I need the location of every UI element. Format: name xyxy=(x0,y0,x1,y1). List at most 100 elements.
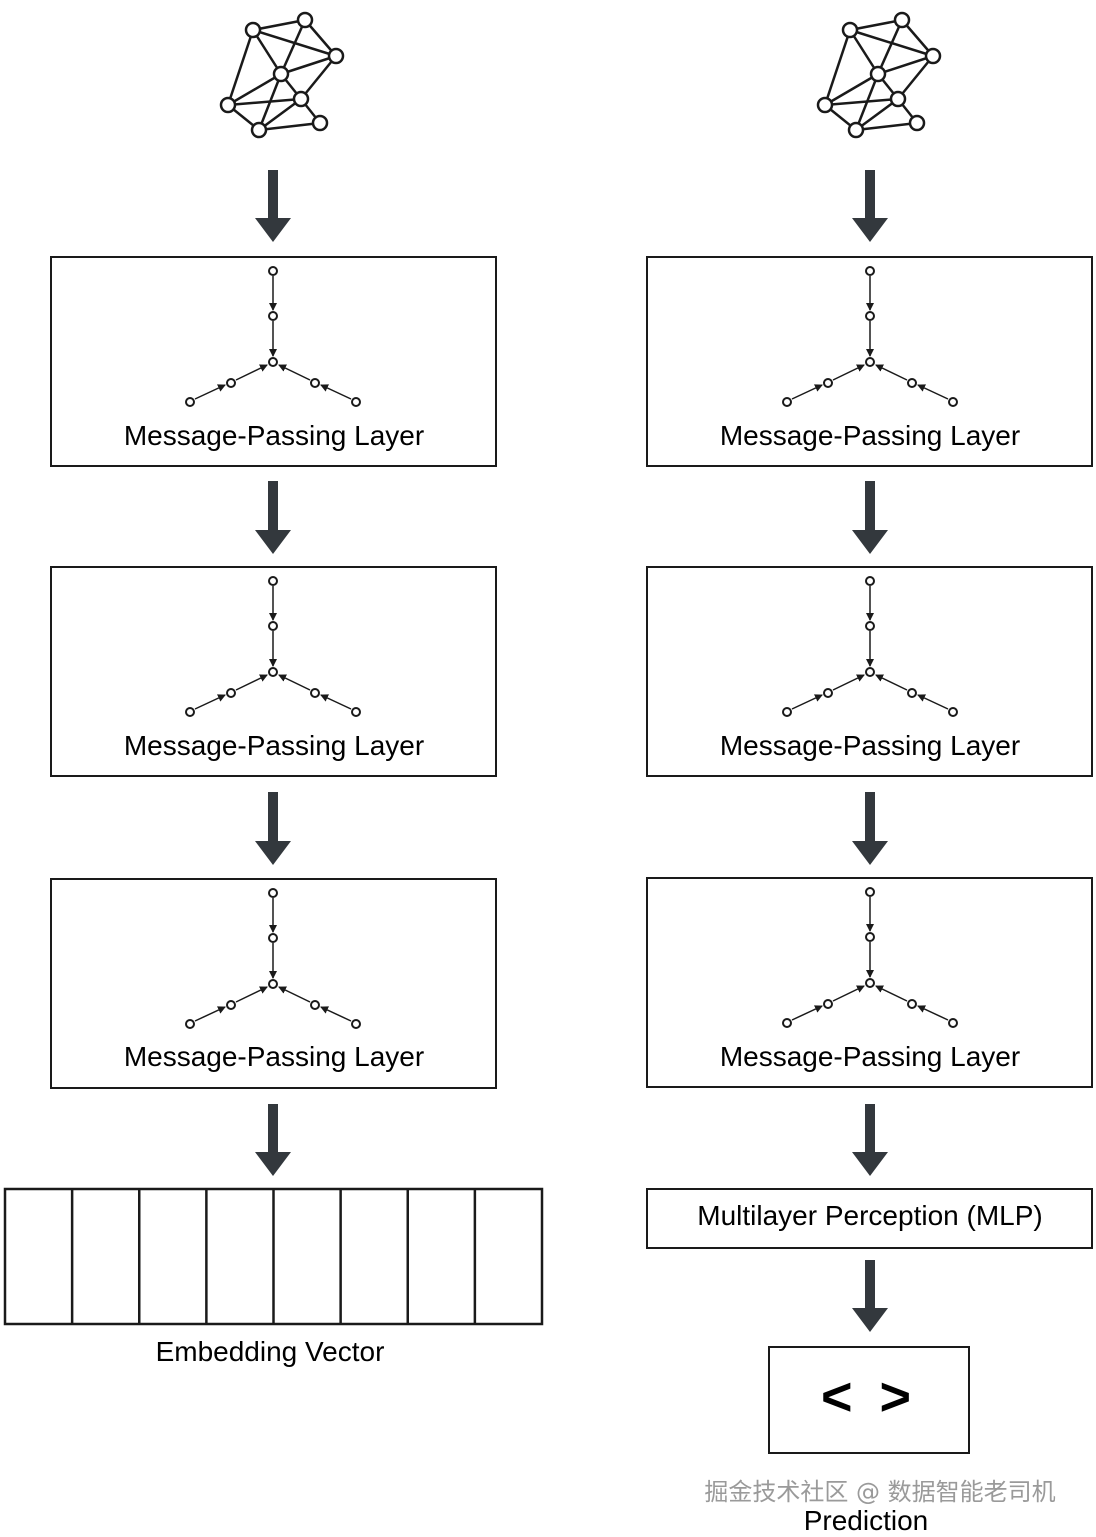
graph-edge xyxy=(280,54,337,76)
message-arrow xyxy=(791,1005,823,1021)
node-dot xyxy=(268,979,278,989)
node-dot xyxy=(782,397,792,407)
node-dot xyxy=(865,667,875,677)
graph-node xyxy=(847,121,865,139)
down-arrow xyxy=(255,792,291,865)
graph-node xyxy=(908,114,926,132)
graph-network-icon xyxy=(816,11,942,139)
message-arrow xyxy=(320,1006,352,1022)
layer-box xyxy=(50,878,497,1089)
down-arrow xyxy=(255,481,291,554)
node-dot xyxy=(865,621,875,631)
graph-edge xyxy=(849,28,934,58)
node-dot xyxy=(268,667,278,677)
message-arrow xyxy=(235,986,268,1003)
graph-node xyxy=(250,121,268,139)
node-dot xyxy=(782,1018,792,1028)
graph-edge xyxy=(227,97,302,107)
message-arrow xyxy=(320,694,352,710)
embedding-vector-label: Embedding Vector xyxy=(155,1336,385,1367)
graph-node xyxy=(869,65,887,83)
graph-node xyxy=(292,90,310,108)
flow-arrows xyxy=(255,170,888,1332)
mlp-box xyxy=(646,1188,1093,1249)
right-layer-2-label: Message-Passing Layer xyxy=(719,730,1021,761)
message-arrow xyxy=(278,674,311,691)
message-passing-layers xyxy=(50,256,1093,1089)
graph-edge xyxy=(227,72,282,107)
node-dot xyxy=(268,266,278,276)
graph-node xyxy=(296,11,314,29)
layer-box xyxy=(646,566,1093,777)
message-arrow xyxy=(832,985,865,1002)
message-arrow xyxy=(278,364,311,381)
message-arrow xyxy=(194,384,226,400)
down-arrow xyxy=(852,481,888,554)
graph-edge xyxy=(251,29,283,75)
node-dot xyxy=(865,576,875,586)
graph-edge xyxy=(252,18,306,32)
graph-edge xyxy=(848,29,880,75)
prediction-box xyxy=(768,1346,970,1454)
node-dot xyxy=(226,688,236,698)
graph-edge xyxy=(279,19,307,75)
mlp-label: Multilayer Perception (MLP) xyxy=(697,1200,1043,1231)
node-dot xyxy=(351,707,361,717)
message-arrow xyxy=(320,384,352,400)
node-dot xyxy=(268,888,278,898)
message-arrow xyxy=(278,986,311,1003)
node-dot xyxy=(865,266,875,276)
prediction-symbol: < > xyxy=(820,1367,918,1427)
node-dot xyxy=(351,397,361,407)
node-dot xyxy=(907,378,917,388)
message-arrow xyxy=(791,694,823,710)
node-dot xyxy=(268,357,278,367)
graph-edge xyxy=(258,121,321,132)
node-dot xyxy=(268,311,278,321)
graph-edge xyxy=(824,97,899,107)
message-arrow xyxy=(832,674,865,691)
node-dot xyxy=(823,688,833,698)
graph-edge xyxy=(877,54,934,76)
left-layer-2-label: Message-Passing Layer xyxy=(123,730,425,761)
left-layer-3-label: Message-Passing Layer xyxy=(123,1041,425,1072)
message-arrow xyxy=(235,674,268,691)
down-arrow xyxy=(255,1104,291,1176)
down-arrow xyxy=(852,792,888,865)
node-dot xyxy=(948,397,958,407)
node-dot xyxy=(823,999,833,1009)
message-arrow xyxy=(791,384,823,400)
down-arrow xyxy=(852,1260,888,1332)
node-dot xyxy=(310,688,320,698)
node-dot xyxy=(268,621,278,631)
embedding-vector xyxy=(3,1187,544,1326)
graph-node xyxy=(924,47,942,65)
down-arrow xyxy=(852,170,888,242)
node-dot xyxy=(185,397,195,407)
graph-node xyxy=(889,90,907,108)
graph-node xyxy=(893,11,911,29)
layer-box xyxy=(646,256,1093,467)
message-arrow xyxy=(194,694,226,710)
layer-box xyxy=(50,256,497,467)
node-dot xyxy=(185,1019,195,1029)
message-arrow xyxy=(917,384,949,400)
right-layer-1-label: Message-Passing Layer xyxy=(719,420,1021,451)
node-dot xyxy=(948,707,958,717)
node-dot xyxy=(782,707,792,717)
message-arrow xyxy=(235,364,268,381)
message-arrow xyxy=(832,364,865,381)
graph-edge xyxy=(824,72,879,107)
right-layer-3-label: Message-Passing Layer xyxy=(719,1041,1021,1072)
graph-node xyxy=(311,114,329,132)
node-dot xyxy=(865,887,875,897)
node-dot xyxy=(865,932,875,942)
graph-node xyxy=(841,21,859,39)
graph-edge xyxy=(226,29,255,106)
graph-network-icon xyxy=(219,11,345,139)
graph-node xyxy=(816,96,834,114)
node-dot xyxy=(823,378,833,388)
layer-box xyxy=(646,877,1093,1088)
node-dot xyxy=(865,978,875,988)
